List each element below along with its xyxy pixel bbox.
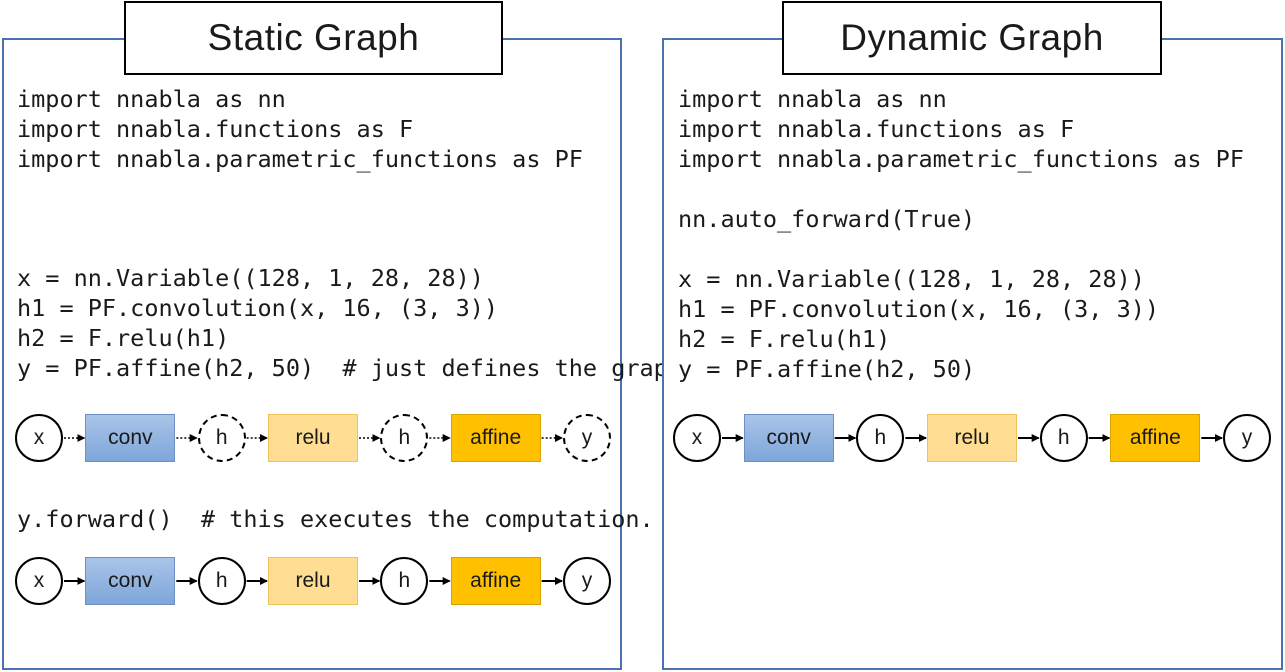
- op-affine: affine: [450, 557, 541, 605]
- code-line: h2 = F.relu(h1): [678, 325, 891, 353]
- node-y: y: [563, 414, 611, 462]
- op-affine: affine: [450, 414, 541, 462]
- code-line: nn.auto_forward(True): [678, 205, 976, 233]
- dynamic-imports: import nnabla as nn import nnabla.functi…: [678, 84, 1244, 384]
- node-h: h: [856, 414, 905, 462]
- op-conv: conv: [85, 414, 176, 462]
- flow-arrows: [722, 434, 1223, 442]
- op-relu: relu: [268, 414, 358, 462]
- code-line: import nnabla.functions as F: [678, 115, 1075, 143]
- node-y: y: [563, 557, 611, 605]
- dynamic-graph-panel: [662, 38, 1283, 670]
- code-line: y.forward() # this executes the computat…: [17, 505, 654, 533]
- code-line: x = nn.Variable((128, 1, 28, 28)): [17, 264, 484, 292]
- node-x: x: [15, 414, 63, 462]
- code-line: y = PF.affine(h2, 50) # just defines the…: [17, 354, 697, 382]
- code-line: h1 = PF.convolution(x, 16, (3, 3)): [678, 295, 1160, 323]
- static-forward: y.forward() # this executes the computat…: [17, 504, 654, 534]
- static-graph-title: Static Graph: [124, 1, 503, 75]
- op-conv: conv: [743, 414, 834, 462]
- flow-arrows: [64, 434, 563, 442]
- flow-arrows: [64, 577, 563, 585]
- op-conv: conv: [85, 557, 176, 605]
- node-h: h: [197, 414, 246, 462]
- dynamic-graph-title: Dynamic Graph: [782, 1, 1162, 75]
- code-line: import nnabla.parametric_functions as PF: [678, 145, 1244, 173]
- op-relu: relu: [927, 414, 1017, 462]
- node-y: y: [1223, 414, 1271, 462]
- node-h: h: [380, 557, 429, 605]
- static-code: x = nn.Variable((128, 1, 28, 28)) h1 = P…: [17, 263, 696, 383]
- code-line: h1 = PF.convolution(x, 16, (3, 3)): [17, 294, 499, 322]
- code-line: y = PF.affine(h2, 50): [678, 355, 976, 383]
- code-line: import nnabla.parametric_functions as PF: [17, 145, 583, 173]
- code-line: import nnabla as nn: [17, 85, 286, 113]
- op-affine: affine: [1110, 414, 1201, 462]
- node-x: x: [15, 557, 63, 605]
- static-imports: import nnabla as nn import nnabla.functi…: [17, 84, 583, 174]
- code-line: import nnabla.functions as F: [17, 115, 414, 143]
- node-h: h: [197, 557, 246, 605]
- node-x: x: [673, 414, 721, 462]
- node-h: h: [380, 414, 429, 462]
- node-h: h: [1039, 414, 1088, 462]
- code-line: x = nn.Variable((128, 1, 28, 28)): [678, 265, 1145, 293]
- code-line: import nnabla as nn: [678, 85, 947, 113]
- code-line: h2 = F.relu(h1): [17, 324, 230, 352]
- op-relu: relu: [268, 557, 358, 605]
